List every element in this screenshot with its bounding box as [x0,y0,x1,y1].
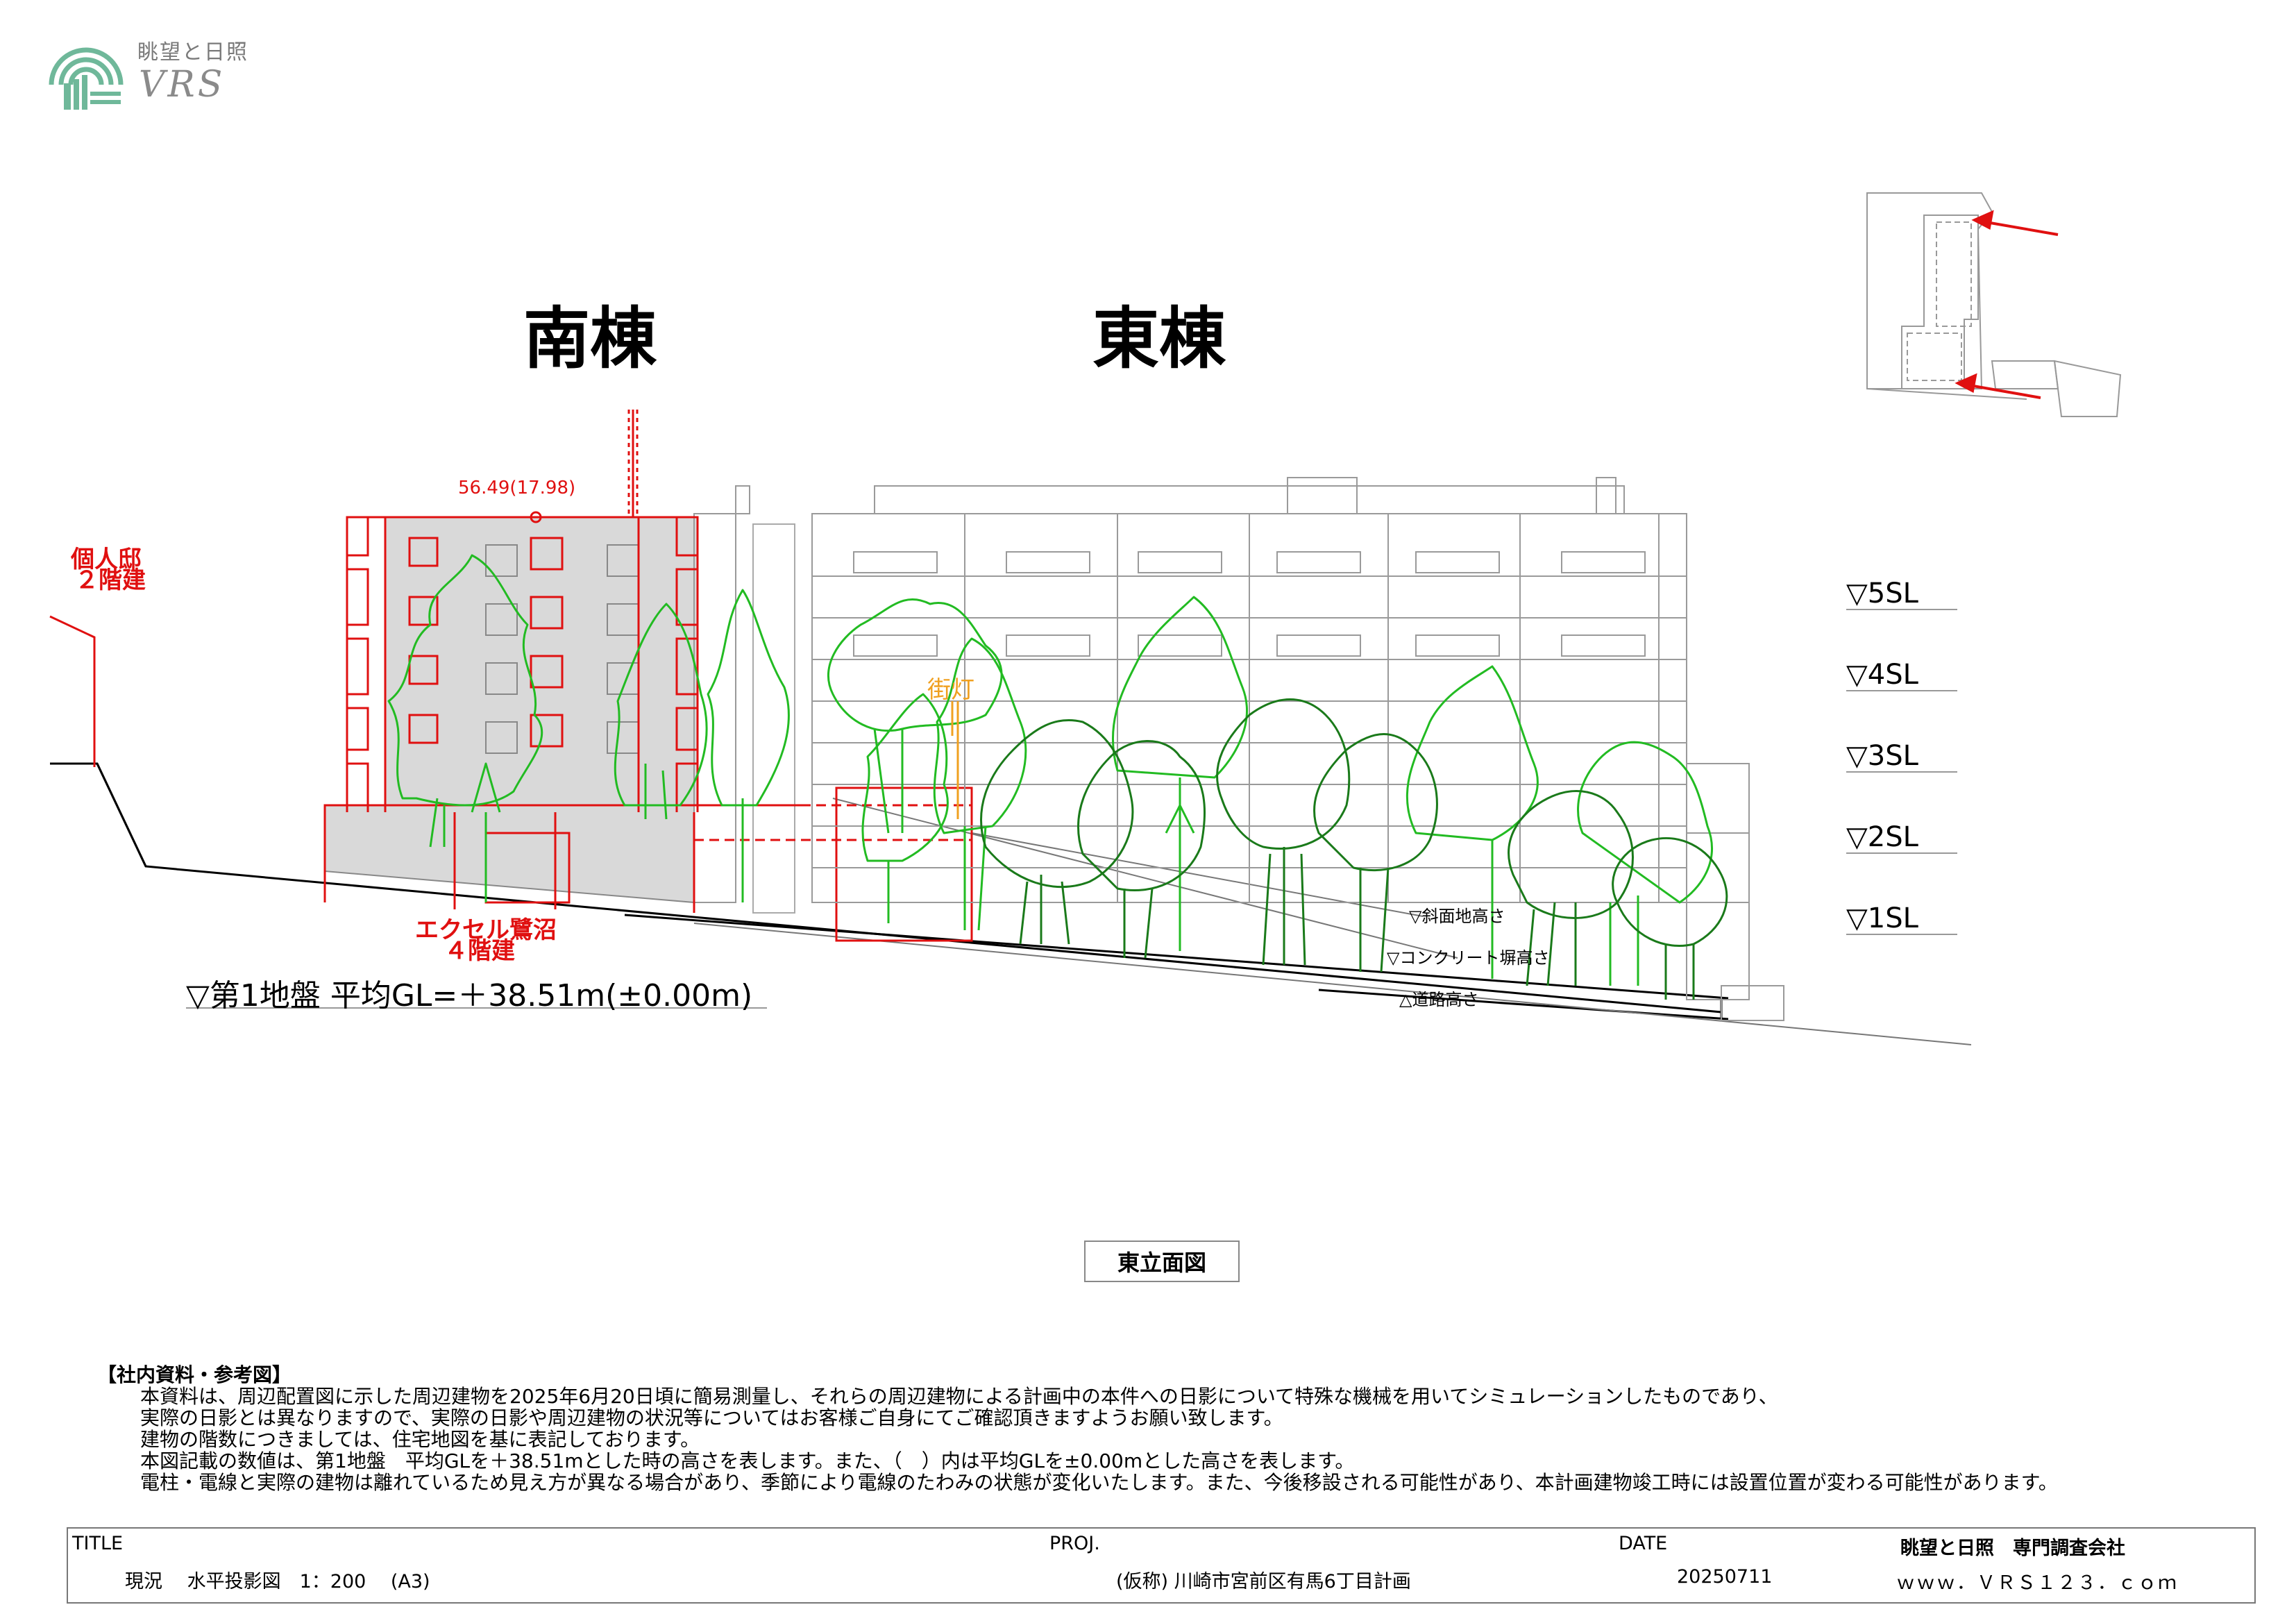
date-label: DATE [1619,1533,1668,1554]
street-lamp-label: 街灯 [927,676,974,704]
level-3sl: ▽3SL [1846,740,1918,772]
vrs-logo-icon [44,29,128,115]
trees-light [387,554,1713,986]
company-name: 眺望と日照 専門調査会社 [1900,1538,2125,1559]
notes-line: 建物の階数につきましては、住宅地図を基に表記しております。 [140,1428,700,1451]
east-building [735,477,1784,1021]
south-building-label: 南棟 [523,300,657,378]
logo-brand: VRS [139,64,226,106]
concrete-wall-height-label: ▽コンクリート塀高さ [1387,948,1550,968]
south-building [323,410,973,942]
notes-line: 実際の日影とは異なりますので、実際の日影や周辺建物の状況等についてはお客様ご自身… [140,1406,1283,1429]
level-1sl: ▽1SL [1846,902,1918,934]
level-5sl: ▽5SL [1846,578,1918,609]
height-value: 56.49(17.98) [458,478,576,498]
street-lamp-marker [951,701,959,819]
drawing-caption: 東立面図 [1084,1241,1240,1282]
private-house-label-2: ２階建 [75,566,146,594]
excel-label-2: ４階建 [444,937,515,965]
level-2sl: ▽2SL [1846,821,1918,853]
level-4sl: ▽4SL [1846,659,1918,691]
company-url: ｗｗｗ．ＶＲＳ１２３．ｃｏｍ [1896,1572,2178,1594]
key-map [1866,192,2122,417]
private-house-label-1: 個人邸 [71,546,142,573]
private-house-outline [49,615,96,767]
notes-line: 電柱・電線と実際の建物は離れているため見え方が異なる場合があり、季節により電線の… [140,1471,2058,1494]
notes-block: 【社内資料・参考図】 本資料は、周辺配置図に示した周辺建物を2025年6月20日… [97,1364,2284,1493]
notes-heading: 【社内資料・参考図】 [97,1363,292,1386]
logo-title: 眺望と日照 [137,40,248,65]
proj-value: (仮称) 川崎市宮前区有馬6丁目計画 [1116,1571,1411,1592]
date-value: 20250711 [1677,1566,1773,1588]
slope-height-label: ▽斜面地高さ [1409,907,1505,926]
trees-dark [980,698,1728,1000]
road-height-label: △道路高さ [1399,990,1479,1009]
title-label: TITLE [72,1533,124,1554]
terrain-lines [50,762,1729,1020]
notes-line: 本図記載の数値は、第1地盤 平均GLを＋38.51mとした時の高さを表します。ま… [140,1449,1355,1472]
excel-label-1: エクセル鷺沼 [415,916,557,944]
arrow-icon [1955,210,2059,399]
title-value: 現況 水平投影図 1：200 (A3) [125,1571,430,1592]
east-building-label: 東棟 [1092,300,1226,378]
proj-label: PROJ. [1049,1533,1100,1554]
title-block: TITLE 現況 水平投影図 1：200 (A3) PROJ. (仮称) 川崎市… [67,1527,2256,1604]
ground-level-label: ▽第1地盤 平均GL=＋38.51m(±0.00m) [186,978,753,1014]
notes-line: 本資料は、周辺配置図に示した周辺建物を2025年6月20日頃に簡易測量し、それら… [140,1385,1778,1408]
